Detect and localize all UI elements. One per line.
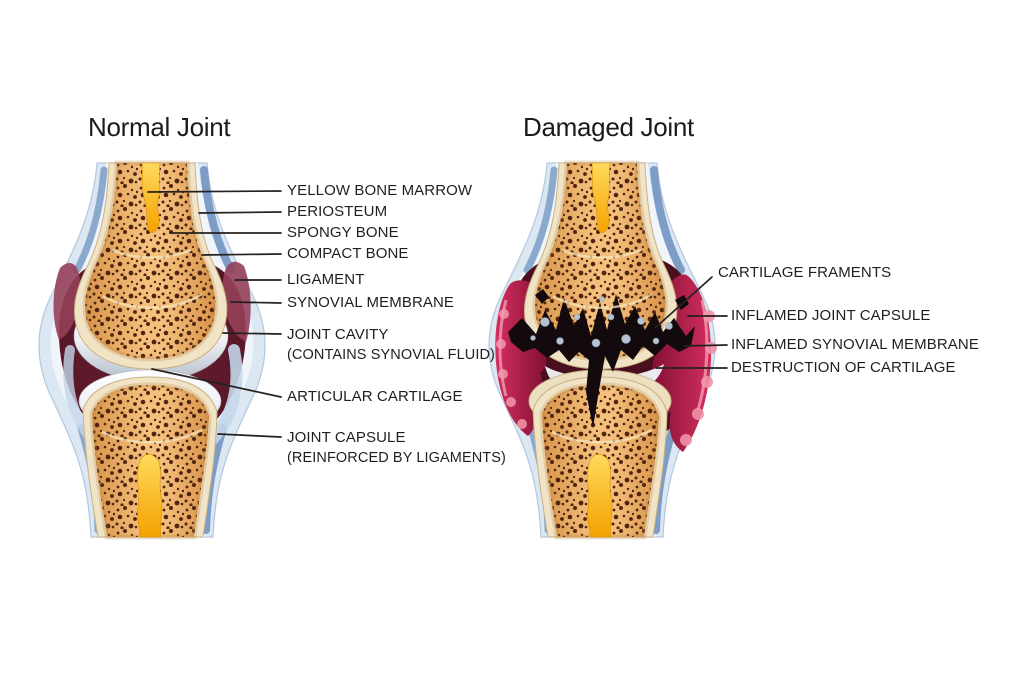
label-synovial-membrane: SYNOVIAL MEMBRANE — [287, 294, 455, 311]
label-joint-capsule-main: JOINT CAPSULE — [287, 429, 406, 446]
normal-joint-illustration — [38, 163, 266, 537]
label-inflamed-joint-capsule: INFLAMED JOINT CAPSULE — [731, 307, 931, 324]
label-destruction-of-cartilage: DESTRUCTION OF CARTILAGE — [731, 359, 956, 376]
label-yellow-bone-marrow: YELLOW BONE MARROW — [287, 182, 473, 199]
ligament-shape-left — [53, 262, 81, 340]
leader-lines — [147, 190, 728, 438]
label-joint-cavity-sub: (CONTAINS SYNOVIAL FLUID) — [287, 347, 495, 363]
cartilage-fragments-shapes — [530, 296, 673, 348]
label-cartilage-framents: CARTILAGE FRAMENTS — [718, 264, 892, 281]
normal-joint-title: Normal Joint — [88, 112, 231, 142]
cartilage-destruction-shape — [508, 294, 695, 428]
damaged-joint-title: Damaged Joint — [523, 112, 694, 142]
label-joint-cavity-main: JOINT CAVITY — [287, 326, 389, 343]
label-joint-capsule-sub: (REINFORCED BY LIGAMENTS) — [287, 450, 506, 466]
label-joint-capsule: JOINT CAPSULE (REINFORCED BY LIGAMENTS) — [287, 427, 506, 469]
label-compact-bone: COMPACT BONE — [287, 245, 409, 262]
label-spongy-bone: SPONGY BONE — [287, 224, 399, 241]
label-inflamed-synovial-membrane: INFLAMED SYNOVIAL MEMBRANE — [731, 336, 979, 353]
label-articular-cartilage: ARTICULAR CARTILAGE — [287, 388, 463, 405]
damaged-joint-illustration — [488, 163, 717, 537]
label-periosteum: PERIOSTEUM — [287, 203, 388, 220]
label-ligament: LIGAMENT — [287, 271, 365, 288]
label-joint-cavity: JOINT CAVITY (CONTAINS SYNOVIAL FLUID) — [287, 324, 495, 366]
